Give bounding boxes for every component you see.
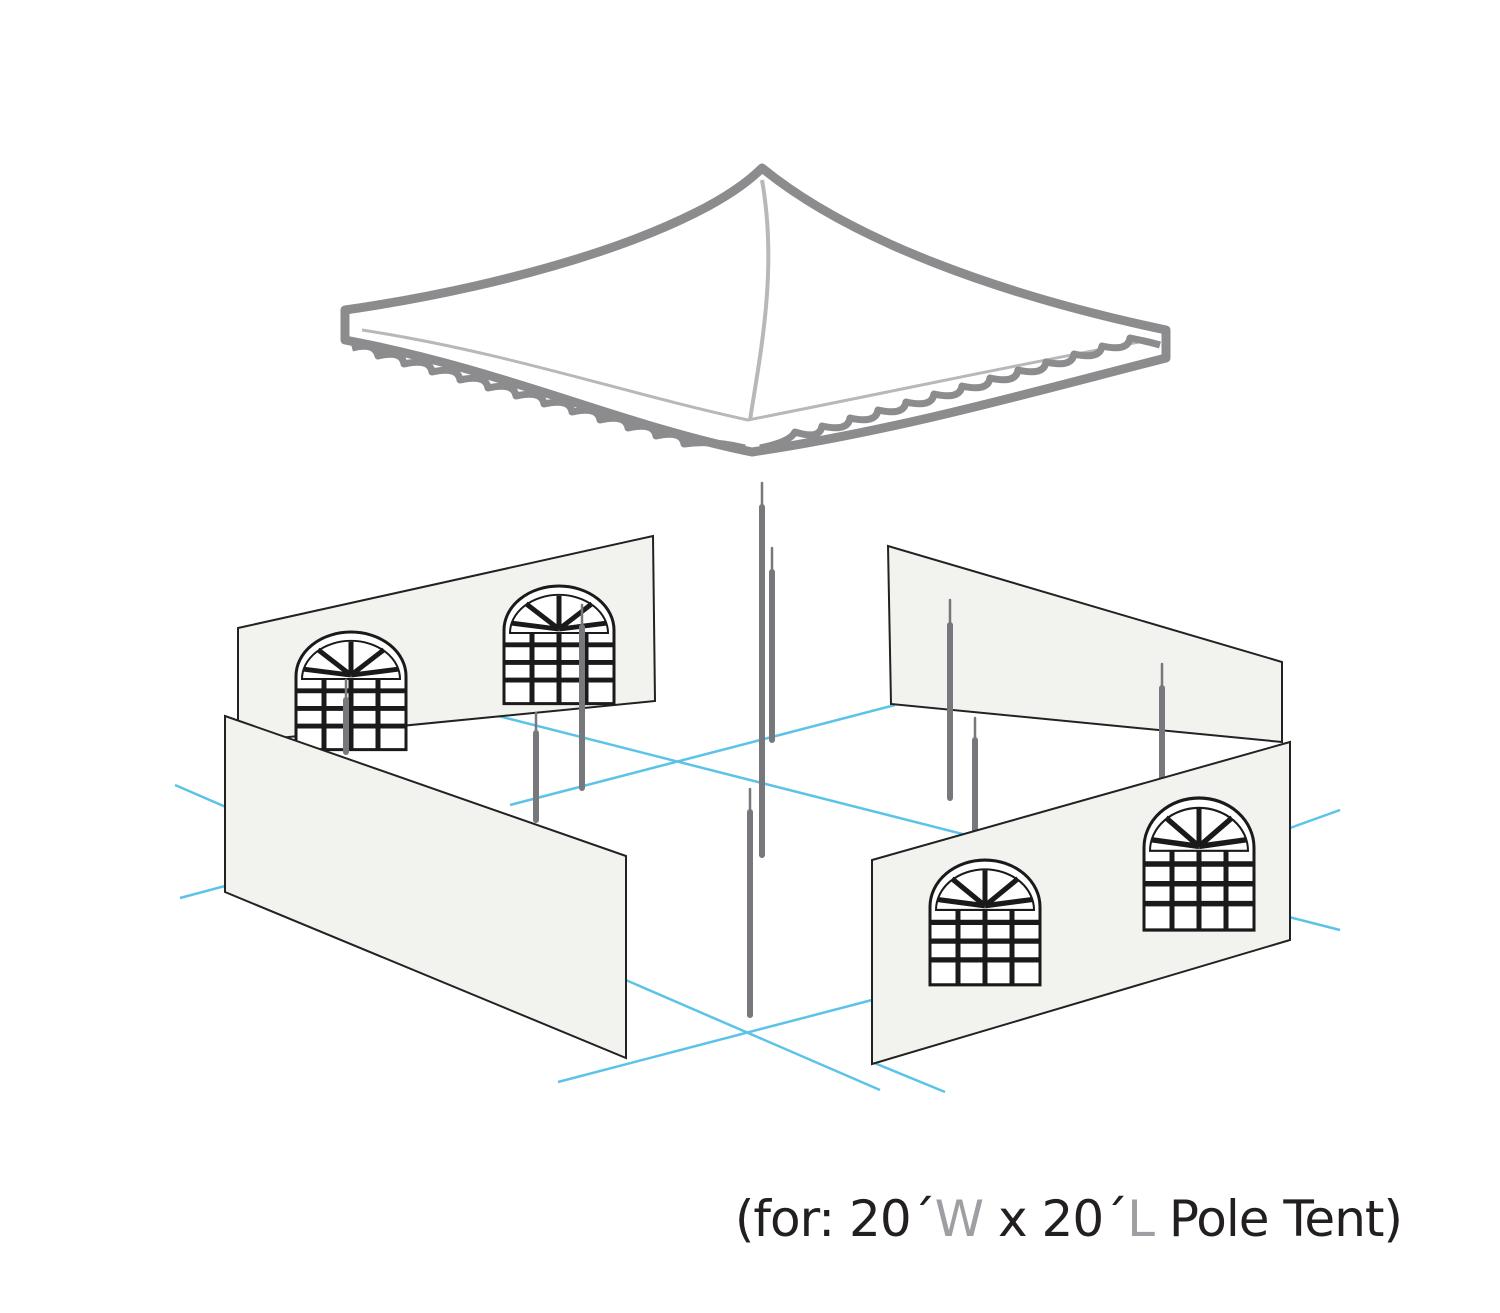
canopy-top <box>340 163 1171 457</box>
tent-poles <box>343 481 1165 1018</box>
caption-close: Pole Tent) <box>1153 1190 1403 1248</box>
caption-open: (for: 20´ <box>734 1190 936 1248</box>
sidewall-front-left <box>224 714 627 1060</box>
sidewall-back-right <box>886 544 1283 744</box>
diagram-caption: (for: 20´W x 20´L Pole Tent) <box>734 1190 1403 1248</box>
caption-width-unit: W <box>934 1190 984 1248</box>
sidewall-back-left <box>237 534 657 750</box>
caption-length-unit: L <box>1127 1190 1155 1248</box>
sidewall-front-right <box>871 740 1291 1066</box>
caption-mid: x 20´ <box>983 1190 1128 1248</box>
